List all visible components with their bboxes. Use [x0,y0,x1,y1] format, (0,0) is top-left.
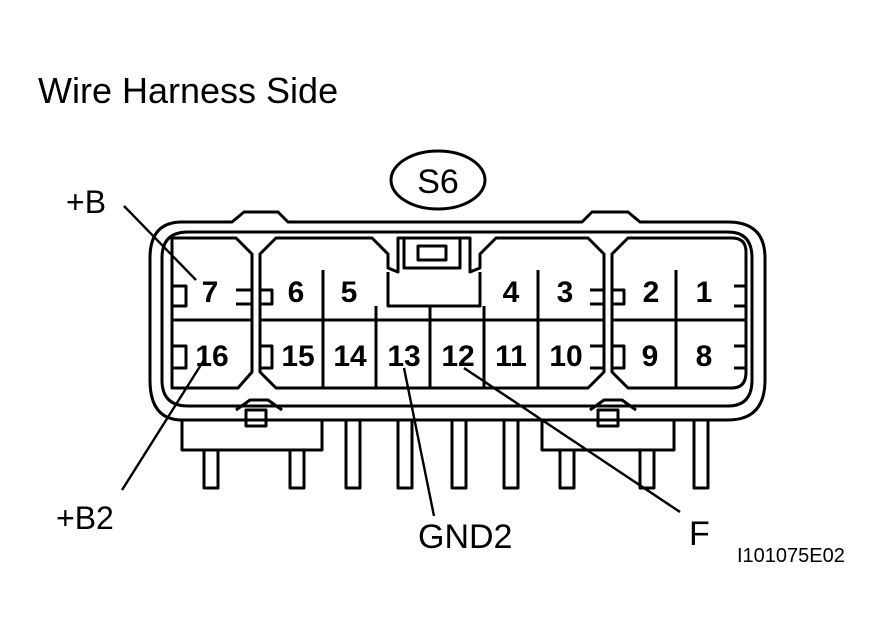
callout-plus-b: +B [66,184,107,220]
leader-line-plus-b [123,205,197,281]
connector-housing-inner [160,230,754,408]
connector-code-oval [389,149,487,211]
pin-15: 15 [281,340,314,373]
figure-code: I101075E02 [737,545,845,567]
cavity-group-left [170,236,254,390]
pin-6: 6 [288,276,305,309]
pin-14: 14 [333,340,367,373]
leader-line-f [463,367,681,513]
pin-9: 9 [642,340,659,373]
latch-window [416,244,448,262]
pin-16: 16 [195,340,228,373]
connector-code: S6 [417,163,459,201]
pin-8: 8 [696,340,713,373]
pin-12: 12 [441,340,474,373]
pin-3: 3 [557,276,574,309]
pin-1: 1 [696,276,713,309]
callout-plus-b2: +B2 [56,500,114,536]
cavity-group-right [610,236,748,390]
callout-f: F [689,515,710,553]
pin-10: 10 [549,340,582,373]
leader-line-plus-b2 [120,359,206,491]
pin-13: 13 [387,340,420,373]
pin-5: 5 [341,276,358,309]
callout-gnd2: GND2 [418,518,513,556]
pin-2: 2 [643,276,660,309]
diagram-title: Wire Harness Side [38,70,339,111]
leader-line-gnd2 [402,367,436,517]
pin-11: 11 [495,340,527,373]
connector-housing-outer [148,210,767,422]
pin-7: 7 [202,276,219,309]
pin-4: 4 [503,276,520,309]
latch [402,236,462,270]
cavity-group-center [258,236,606,390]
